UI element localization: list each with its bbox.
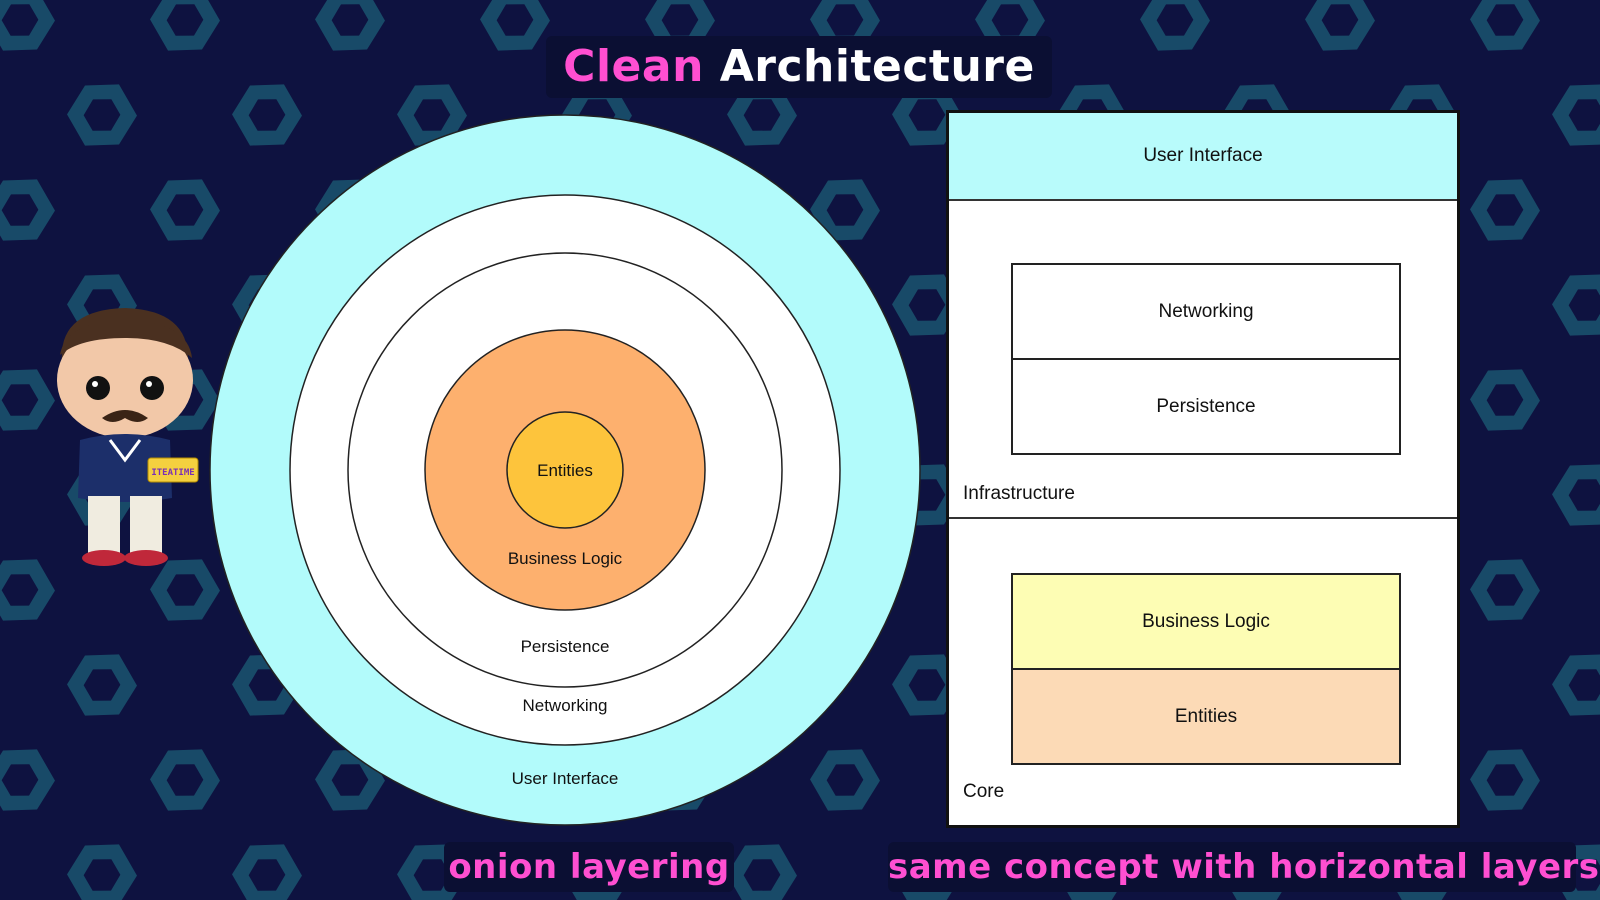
pattern-tile <box>0 749 55 811</box>
title-word-clean: Clean <box>563 41 704 92</box>
layer-infrastructure: Networking Persistence Infrastructure <box>949 201 1457 519</box>
layer-user-interface: User Interface <box>949 113 1457 201</box>
pattern-tile <box>1552 274 1600 336</box>
box-networking: Networking <box>1011 263 1401 360</box>
pattern-tile <box>892 274 962 336</box>
section-label-infrastructure: Infrastructure <box>963 483 1075 504</box>
onion-diagram: Entities Business Logic Persistence Netw… <box>209 114 921 826</box>
pattern-tile <box>810 179 880 241</box>
pattern-tile <box>67 844 137 900</box>
pattern-tile <box>1552 84 1600 146</box>
pattern-tile <box>1470 559 1540 621</box>
box-label-networking: Networking <box>1158 300 1254 322</box>
pattern-tile <box>810 749 880 811</box>
pattern-tile <box>0 0 55 51</box>
pattern-tile <box>67 654 137 716</box>
pattern-tile <box>67 84 137 146</box>
pattern-tile <box>645 0 715 51</box>
pattern-tile <box>0 559 55 621</box>
pattern-tile <box>1470 0 1540 51</box>
pattern-tile <box>232 844 302 900</box>
pattern-tile <box>892 84 962 146</box>
pattern-tile <box>727 84 797 146</box>
pattern-tile <box>1552 654 1600 716</box>
title-word-architecture: Architecture <box>719 41 1035 92</box>
ring-label-networking: Networking <box>522 696 607 715</box>
box-label-business-logic: Business Logic <box>1142 610 1270 632</box>
pattern-tile <box>1305 0 1375 51</box>
ring-label-business-logic: Business Logic <box>508 549 623 568</box>
box-business-logic: Business Logic <box>1011 573 1401 670</box>
pattern-tile <box>975 0 1045 51</box>
pattern-tile <box>150 559 220 621</box>
ring-label-user-interface: User Interface <box>512 769 619 788</box>
box-persistence: Persistence <box>1011 358 1401 455</box>
pattern-tile <box>1470 369 1540 431</box>
section-label-core: Core <box>963 781 1005 802</box>
pattern-tile <box>150 179 220 241</box>
pattern-tile <box>397 84 467 146</box>
mascot-figure: ITEATIME <box>57 308 199 566</box>
layer-core: Business Logic Entities Core <box>949 519 1457 825</box>
pattern-tile <box>480 0 550 51</box>
ring-label-persistence: Persistence <box>521 637 610 656</box>
caption-horizontal-layers: same concept with horizontal layers <box>888 842 1599 892</box>
pattern-tile <box>150 0 220 51</box>
pattern-tile <box>0 179 55 241</box>
box-entities: Entities <box>1011 668 1401 765</box>
pattern-tile <box>727 844 797 900</box>
pattern-tile <box>232 84 302 146</box>
mascot-badge-text: ITEATIME <box>151 468 194 478</box>
caption-onion-layering: onion layering <box>444 842 734 892</box>
pattern-tile <box>810 0 880 51</box>
pattern-tile <box>1552 464 1600 526</box>
box-label-persistence: Persistence <box>1156 395 1256 417</box>
pattern-tile <box>1470 749 1540 811</box>
pattern-tile <box>0 369 55 431</box>
layer-label-user-interface: User Interface <box>1143 145 1263 166</box>
pattern-tile <box>1470 179 1540 241</box>
ring-label-entities: Entities <box>537 461 593 480</box>
box-label-entities: Entities <box>1174 705 1238 727</box>
layers-diagram: User Interface Networking Persistence In… <box>946 110 1460 828</box>
page-title: Clean Architecture <box>546 36 1052 98</box>
pattern-tile <box>1140 0 1210 51</box>
ring-entities <box>506 411 624 529</box>
pattern-tile <box>150 749 220 811</box>
pattern-tile <box>892 654 962 716</box>
mascot-badge <box>147 457 199 483</box>
pattern-tile <box>315 0 385 51</box>
